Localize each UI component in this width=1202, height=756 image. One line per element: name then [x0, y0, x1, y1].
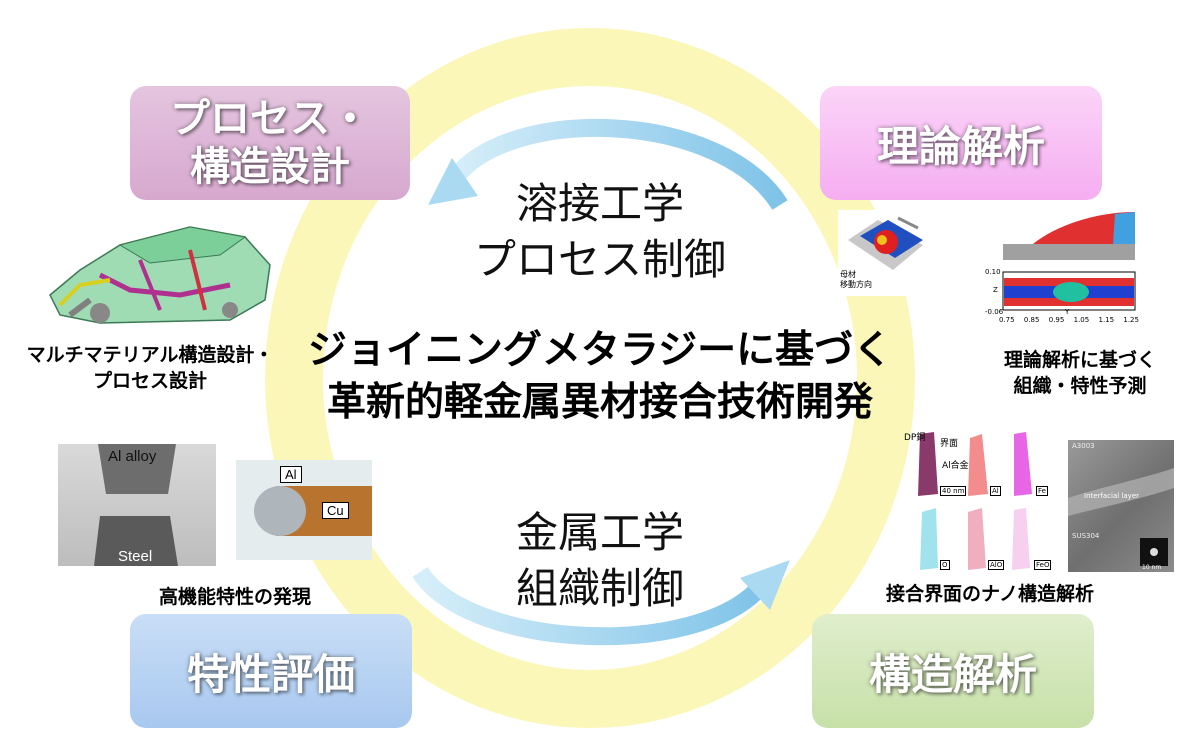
z-tick-bottom: -0.06	[985, 308, 1004, 316]
top-text-line-1: 溶接工学	[515, 179, 684, 228]
bottom-text-line-2: 組織制御	[515, 564, 684, 613]
tem-label-top: A3003	[1072, 442, 1095, 450]
multi-material-caption-line-1: マルチマテリアル構造設計・	[26, 344, 274, 366]
al-alloy-nano-label: Al合金	[942, 461, 969, 471]
welding-engineering-text: 溶接工学 プロセス制御	[470, 176, 730, 288]
structure-analysis-box: 構造解析	[812, 614, 1094, 728]
direction-label-line-1: 母材	[840, 270, 856, 279]
welding-simulation-shapes	[848, 216, 923, 270]
direction-label: 母材 移動方向	[840, 270, 872, 290]
z-axis-label: Z	[993, 286, 998, 294]
nano-element-maps: DP鋼 界面 Al合金 40 nm Al Fe O AlO FeO	[902, 428, 1062, 574]
y-tick: 0.85	[1023, 316, 1040, 324]
tem-image: A3003 Interfacial layer SUS304 10 nm	[1068, 440, 1174, 572]
scale-40nm: 40 nm	[940, 486, 967, 496]
map-alo-label: AlO	[988, 560, 1005, 570]
y-tick: 1.25	[1123, 316, 1139, 324]
scale-10nm: 10 nm	[1142, 564, 1162, 571]
multi-material-caption-line-2: プロセス設計	[92, 370, 207, 392]
main-title-line-1: ジョイニングメタラジーに基づく	[307, 328, 893, 373]
map-o-label: O	[940, 560, 950, 570]
main-title: ジョイニングメタラジーに基づく 革新的軽金属異材接合技術開発	[270, 325, 930, 429]
top-arrow-head	[428, 158, 478, 205]
process-design-box: プロセス・ 構造設計	[130, 86, 410, 200]
interface-label: 界面	[940, 439, 959, 449]
al-steel-joint-shapes	[94, 444, 178, 566]
y-tick: 0.75	[999, 316, 1015, 324]
multi-material-caption: マルチマテリアル構造設計・ プロセス設計	[0, 342, 300, 394]
map-al-label: Al	[990, 486, 1001, 496]
al-cu-joint-photo: Al Cu	[236, 460, 372, 560]
y-tick: 1.15	[1098, 316, 1115, 324]
main-title-line-2: 革新的軽金属異材接合技術開発	[326, 380, 873, 425]
theory-prediction-caption-line-1: 理論解析に基づく	[1003, 349, 1156, 371]
bottom-text-line-1: 金属工学	[515, 508, 684, 557]
simulation-contour-shapes	[1002, 212, 1136, 311]
process-box-line-1: プロセス・	[170, 96, 370, 142]
al-cu-joint-shapes	[254, 486, 372, 536]
map-fe-label: Fe	[1036, 486, 1048, 496]
theory-analysis-box: 理論解析	[820, 86, 1102, 200]
dp-steel-label: DP鋼	[904, 433, 926, 443]
z-tick-top: 0.10	[985, 268, 1001, 276]
al-steel-joint-photo: Al alloy Steel	[58, 444, 216, 566]
metal-engineering-text: 金属工学 組織制御	[470, 505, 730, 617]
bottom-arrow	[412, 566, 769, 646]
simulation-contour-plot: 0.10 Z -0.06 0.75 0.85 0.95 1.05 1.15 1.…	[985, 208, 1160, 328]
direction-label-line-2: 移動方向	[840, 280, 872, 289]
tem-shapes	[1068, 468, 1174, 566]
y-ticks: 0.75 0.85 0.95 1.05 1.15 1.25	[999, 316, 1139, 324]
y-axis-label: Y	[1065, 308, 1070, 316]
theory-prediction-caption-line-2: 組織・特性予測	[1013, 375, 1147, 397]
tem-label-bottom: SUS304	[1072, 532, 1100, 540]
property-evaluation-box: 特性評価	[130, 614, 412, 728]
high-performance-caption: 高機能特性の発現	[158, 586, 311, 608]
top-arrow	[447, 119, 788, 211]
welding-simulation-image: 母材 移動方向	[838, 210, 930, 296]
al-label: Al	[280, 466, 302, 483]
nano-map-shapes	[918, 432, 1032, 570]
steel-label: Steel	[118, 548, 153, 565]
nano-analysis-caption: 接合界面のナノ構造解析	[885, 583, 1095, 605]
theory-prediction-caption: 理論解析に基づく 組織・特性予測	[960, 347, 1200, 399]
y-tick: 0.95	[1048, 316, 1065, 324]
map-feo-label: FeO	[1034, 560, 1052, 570]
y-tick: 1.05	[1073, 316, 1090, 324]
cu-label: Cu	[322, 502, 349, 519]
top-text-line-2: プロセス制御	[473, 235, 726, 284]
process-box-line-2: 構造設計	[190, 144, 350, 190]
car-body-illustration	[49, 226, 271, 324]
al-alloy-label: Al alloy	[108, 448, 157, 465]
tem-label-interface: Interfacial layer	[1084, 492, 1139, 500]
bottom-arrow-head	[740, 560, 790, 610]
